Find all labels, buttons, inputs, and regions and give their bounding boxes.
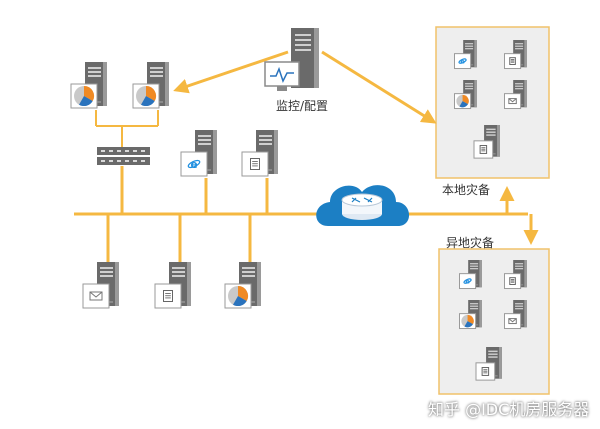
remote-dr-server-3	[459, 300, 482, 330]
document-icon	[504, 273, 522, 290]
monitor-to-servers-arrow	[173, 50, 289, 94]
watermark: 知乎 @IDC机房服务器	[428, 400, 590, 419]
document-icon	[475, 362, 496, 381]
remote-dr-server-1: e	[459, 260, 482, 290]
pie-chart-icon	[70, 83, 98, 109]
network-switch-icon	[97, 147, 150, 165]
server-doc-2	[154, 262, 191, 309]
document-icon	[241, 151, 269, 177]
pie-chart-icon	[454, 93, 472, 110]
server-mail	[82, 262, 119, 309]
server-pie-b	[132, 62, 169, 109]
remote-dr-server-4	[504, 300, 527, 330]
mail-icon	[82, 283, 110, 309]
remote-dr-server-2	[504, 260, 527, 290]
ie-browser-icon: e	[180, 151, 208, 177]
monitoring-server	[264, 28, 319, 91]
server-doc	[241, 130, 278, 177]
cloud-icon	[316, 185, 410, 226]
local-dr-server-2	[504, 40, 527, 70]
monitor-config-label: 监控/配置	[276, 99, 329, 113]
document-icon	[473, 140, 494, 159]
document-icon	[154, 283, 182, 309]
svg-text:e: e	[460, 57, 465, 65]
local-dr-server-1: e	[454, 40, 477, 70]
monitor-chart-icon	[264, 61, 300, 91]
local-dr-server-4	[504, 80, 527, 110]
monitor-to-local-dr-arrow	[321, 50, 437, 124]
remote-dr-server-5	[475, 347, 502, 381]
svg-text:e: e	[465, 277, 470, 285]
pie-chart-icon	[132, 83, 160, 109]
mail-icon	[504, 93, 522, 110]
remote-dr-label: 异地灾备	[446, 236, 495, 250]
ie-browser-icon: e	[459, 273, 477, 290]
svg-text:e: e	[190, 159, 197, 171]
local-dr-server-3	[454, 80, 477, 110]
server-ie: e	[180, 130, 217, 177]
pie-chart-icon	[224, 283, 252, 309]
mail-icon	[504, 313, 522, 330]
router-icon	[341, 193, 383, 220]
ie-browser-icon: e	[454, 53, 472, 70]
local-dr-server-5	[473, 125, 500, 159]
document-icon	[504, 53, 522, 70]
local-dr-label: 本地灾备	[442, 183, 491, 197]
pie-chart-icon	[459, 313, 477, 330]
server-pie-c	[224, 262, 261, 309]
server-pie-a	[70, 62, 107, 109]
